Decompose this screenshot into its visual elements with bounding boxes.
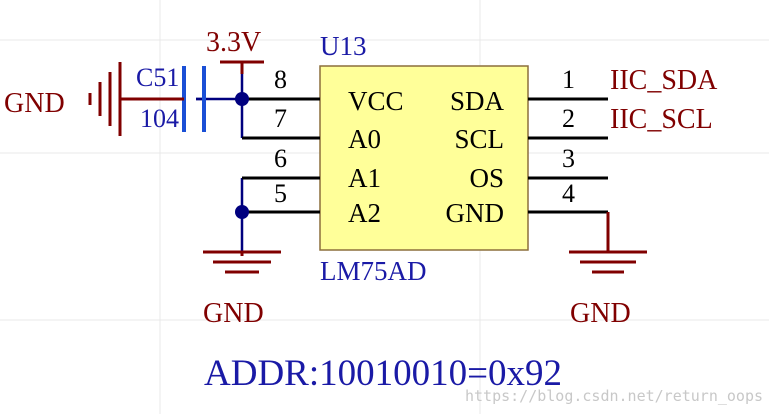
ground-symbol-right (569, 212, 647, 274)
pin-name-vcc: VCC (348, 86, 404, 116)
pin-name-sda: SDA (450, 86, 505, 116)
net-label-scl: IIC_SCL (610, 104, 713, 135)
capacitor-designator: C51 (136, 63, 179, 92)
pin-name-scl: SCL (454, 124, 504, 154)
capacitor-c51 (120, 66, 206, 132)
ic-body (319, 65, 529, 251)
pin-name-a0: A0 (348, 124, 381, 154)
pin-stubs (242, 97, 608, 214)
pin-number-8: 8 (274, 65, 287, 94)
vcc-label: 3.3V (206, 27, 261, 58)
ic-designator: U13 (320, 31, 367, 61)
pin-name-a1: A1 (348, 163, 381, 193)
gnd-label-left: GND (203, 298, 264, 329)
pin-number-3: 3 (562, 144, 575, 173)
address-note: ADDR:10010010=0x92 (204, 353, 562, 394)
pin-number-1: 1 (562, 65, 575, 94)
junction-dot-a2 (235, 205, 249, 219)
pin-number-5: 5 (274, 179, 287, 208)
pin-number-7: 7 (274, 104, 287, 133)
capacitor-value: 104 (140, 104, 179, 133)
net-label-sda: IIC_SDA (610, 65, 718, 96)
pin-number-6: 6 (274, 144, 287, 173)
gnd-label-right: GND (570, 298, 631, 329)
pin-number-2: 2 (562, 104, 575, 133)
ground-symbol-cap (88, 62, 122, 136)
gnd-label-cap: GND (4, 88, 65, 119)
pin-name-gnd: GND (446, 198, 505, 228)
pin-name-os: OS (469, 163, 504, 193)
ic-part-number: LM75AD (320, 256, 427, 286)
watermark-text: https://blog.csdn.net/return_oops (465, 387, 763, 405)
pin-name-a2: A2 (348, 198, 381, 228)
pin-number-4: 4 (562, 179, 575, 208)
junction-dot-vcc (235, 92, 249, 106)
ground-symbol-left (203, 250, 281, 274)
vcc-power-symbol (220, 60, 264, 74)
